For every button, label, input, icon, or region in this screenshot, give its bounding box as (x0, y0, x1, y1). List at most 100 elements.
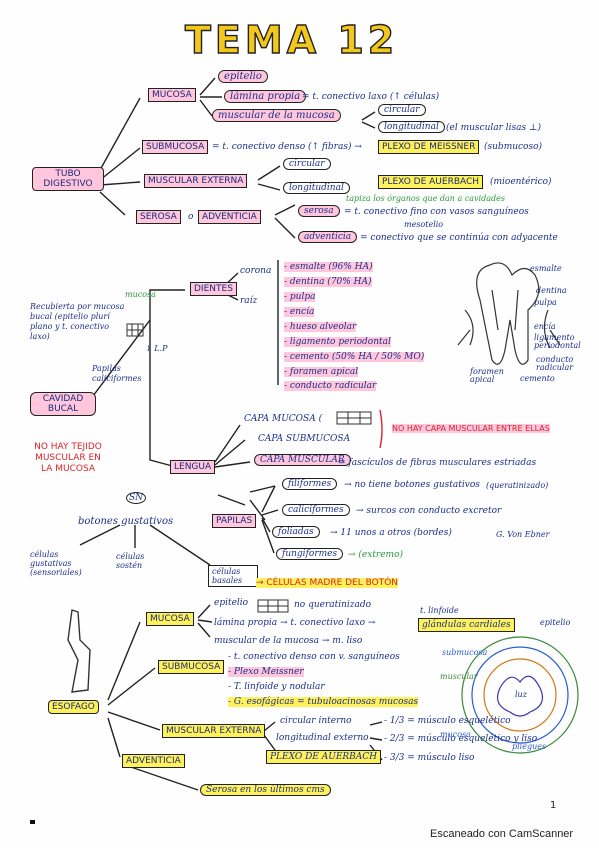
filiformes-label: filiformes (282, 478, 338, 490)
papilas-node: PAPILAS (212, 514, 257, 528)
tooth-part-0: - esmalte (96% HA) (284, 262, 373, 272)
esophagus-cross-section (461, 636, 579, 754)
eso-submucosa-node: SUBMUCOSA (158, 660, 225, 674)
muscular-externa-node: MUSCULAR EXTERNA (144, 174, 248, 188)
cavidad-bucal-node: CAVIDAD BUCAL (30, 392, 96, 416)
foliadas-label: foliadas (272, 526, 320, 538)
capa-submucosa-label: CAPA SUBMUCOSA (258, 434, 351, 444)
eso-auerbach: PLEXO DE AUERBACH (266, 750, 382, 764)
tooth-part-6: - cemento (50% HA / 50% MO) (284, 352, 425, 362)
mucosa-small-label: mucosa (125, 290, 156, 299)
sn-label: SN (126, 492, 146, 504)
von-ebner-label: G. Von Ebner (496, 530, 550, 539)
eso-sub-item-0: - t. conectivo denso con v. sanguíneos (228, 652, 400, 662)
camscanner-footer: Escaneado con CamScanner (430, 828, 574, 840)
diag-mucosa: mucosa (440, 730, 471, 739)
tooth-part-4: - hueso alveolar (284, 322, 357, 332)
tooth-diagram (457, 262, 561, 365)
lengua-node: LENGUA (170, 460, 216, 474)
papilas-caliciformes-label: Papilas caliciformes (92, 364, 142, 383)
lp-label: ↓ L.P (145, 344, 168, 353)
cel-gustativas-label: células gustativas (sensoriales) (30, 550, 82, 577)
eso-epitelio: epitelio (214, 598, 249, 608)
adventicia-desc: = conectivo que se continúa con adyacent… (360, 233, 558, 243)
page-number: 1 (550, 800, 557, 811)
capa-muscular-label: CAPA MUSCULAR (254, 454, 351, 466)
eso-longitudinal: longitudinal externo (276, 733, 369, 743)
auerbach-node: PLEXO DE AUERBACH (378, 175, 484, 189)
tooth-part-1: - dentina (70% HA) (284, 277, 372, 287)
tooth-label-conducto: conducto radicular (536, 355, 574, 372)
mucosa-node: MUCOSA (148, 88, 196, 102)
epitelio-label: epitelio (218, 70, 268, 83)
raiz-label: raíz (240, 296, 258, 306)
lamina-propia-label: lámina propia (224, 90, 307, 103)
diag-submucosa: submucosa (442, 648, 488, 657)
eso-third-1: - 2/3 = músculo esquelético y liso (384, 734, 538, 744)
corona-label: corona (240, 266, 272, 276)
no-capa-note: NO HAY CAPA MUSCULAR ENTRE ELLAS (392, 424, 550, 433)
capa-muscular-desc: = fascículos de fibras musculares estria… (338, 458, 537, 468)
eso-sub-item-2: - T. linfoide y nodular (228, 682, 325, 692)
cel-sosten-label: células sostén (116, 552, 145, 570)
botones-label: botones gustativos (78, 516, 174, 527)
filiformes-desc: → no tiene botones gustativos (344, 480, 480, 490)
lamina-desc: = t. conectivo laxo (↑ células) (302, 92, 440, 102)
circular2-label: circular (283, 158, 331, 170)
circular-label: circular (378, 104, 426, 116)
scan-mark (30, 820, 35, 824)
serosa-desc: = t. conectivo fino con vasos sanguíneos (344, 207, 529, 217)
esofago-node: ESOFAGO (48, 700, 99, 714)
adventicia-label: adventicia (298, 231, 358, 243)
tooth-part-7: - foramen apical (284, 367, 359, 377)
o-label: o (188, 212, 194, 222)
meissner-node: PLEXO DE MEISSNER (378, 140, 480, 154)
eso-glandulas: glándulas cardiales (418, 618, 515, 632)
eso-muscular-externa-node: MUSCULAR EXTERNA (162, 724, 266, 738)
eso-sub-item-1: - Plexo Meissner (228, 667, 304, 677)
foliadas-desc: → 11 unos a otros (bordes) (330, 528, 452, 538)
diag-luz: luz (515, 690, 527, 699)
auerbach-desc: (mioentérico) (490, 177, 552, 187)
serosa-note: tapiza los órganos que dan a cavidades (346, 194, 505, 203)
eso-mucosa-node: MUCOSA (146, 612, 194, 626)
no-tejido-note: NO HAY TEJIDO MUSCULAR EN LA MUCOSA (34, 442, 102, 474)
eso-muscular-mucosa: muscular de la mucosa → m. liso (214, 636, 363, 646)
capa-mucosa-label: CAPA MUCOSA ( (244, 414, 323, 424)
tooth-part-8: - conducto radicular (284, 381, 377, 391)
meissner-desc: (submucoso) (484, 142, 543, 152)
tooth-part-3: - encía (284, 307, 315, 317)
eso-epitelio-desc: no queratinizado (294, 600, 372, 610)
tooth-label-esmalte: esmalte (530, 264, 562, 273)
recubierta-text: Recubierta por mucosa bucal (epitelio pl… (30, 302, 125, 341)
eso-third-2: - 3/3 = músculo liso (384, 753, 475, 763)
adventicia-node: ADVENTICIA (198, 210, 261, 224)
serosa-node: SEROSA (136, 210, 181, 224)
caliciformes-desc: → surcos con conducto excretor (356, 506, 502, 516)
muscular-mucosa-label: muscular de la mucosa (212, 109, 341, 122)
eso-adventicia-node: ADVENTICIA (122, 754, 185, 768)
eso-lamina: lámina propia → t. conectivo laxo → (214, 618, 376, 628)
tooth-label-ligamento: ligamento periodontal (534, 333, 581, 350)
caliciformes-label: caliciformes (282, 504, 350, 516)
longitudinal-label: longitudinal (378, 121, 445, 133)
eso-linfoide: t. linfoide (420, 606, 459, 615)
diag-epitelio: epitelio (540, 618, 571, 627)
tooth-part-5: - ligamento periodontal (284, 337, 391, 347)
diag-muscular: muscular (440, 672, 478, 681)
musc-desc: (el muscular lisas ⊥) (446, 123, 541, 133)
filiformes-note: (queratinizado) (486, 481, 549, 490)
tooth-label-cemento: cemento (520, 374, 555, 383)
serosa-label: serosa (298, 205, 340, 217)
page-title: TEMA 12 (184, 17, 399, 62)
diag-pliegues: pliegues (512, 742, 547, 751)
madre-note: → CÉLULAS MADRE DEL BOTÓN (256, 578, 399, 588)
tubo-digestivo-node: TUBO DIGESTIVO (32, 167, 104, 191)
tooth-label-encia: encía (534, 322, 556, 331)
eso-sub-item-3: - G. esofágicas = tubuloacinosas mucosas (228, 697, 419, 707)
fungiformes-desc: → (extremo) (348, 550, 404, 560)
fungiformes-label: fungiformes (276, 548, 344, 560)
cel-basales-label: células basales (208, 565, 258, 587)
eso-circular: circular interno (280, 716, 352, 726)
